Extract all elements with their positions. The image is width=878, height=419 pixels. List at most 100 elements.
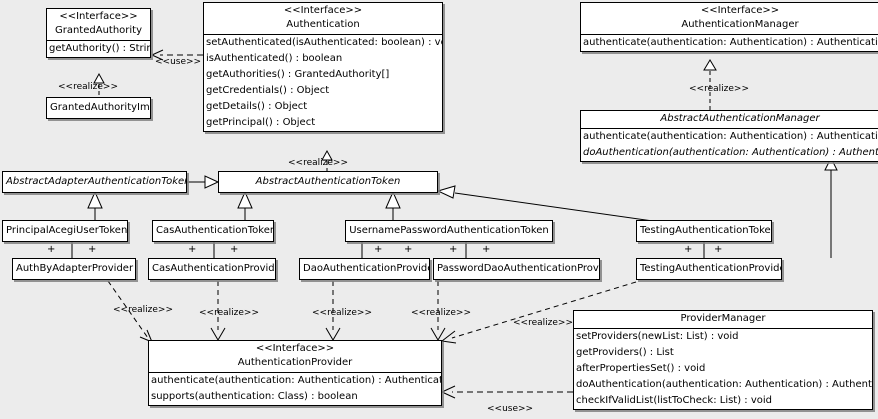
class-name: PasswordDaoAuthenticationProvider bbox=[437, 263, 599, 274]
operation: authenticate(authentication: Authenticat… bbox=[583, 37, 878, 48]
class-name: AuthenticationManager bbox=[681, 19, 799, 30]
multiplicity-plus: + bbox=[684, 244, 693, 255]
class-header: CasAuthenticationProvider bbox=[149, 259, 275, 279]
class-name: Authentication bbox=[286, 19, 360, 30]
class-header: AbstractAdapterAuthenticationToken bbox=[3, 172, 186, 192]
edge-label-use-provider-manager: <<use>> bbox=[487, 404, 534, 414]
edge-label-realize-dao-provider: <<realize>> bbox=[312, 308, 372, 318]
operations-compartment: getAuthority() : String bbox=[47, 40, 150, 57]
operation: setAuthenticated(isAuthenticated: boolea… bbox=[206, 37, 442, 48]
class-abstract-authentication-manager[interactable]: AbstractAuthenticationManager authentica… bbox=[580, 110, 878, 162]
class-granted-authority[interactable]: <<Interface>> GrantedAuthority getAuthor… bbox=[46, 8, 151, 58]
class-header: <<Interface>> GrantedAuthority bbox=[47, 9, 150, 40]
operations-compartment: setProviders(newList: List) : void getPr… bbox=[574, 328, 872, 409]
class-header: TestingAuthenticationToken bbox=[637, 221, 771, 241]
class-cas-authentication-provider[interactable]: CasAuthenticationProvider bbox=[148, 258, 276, 280]
operations-compartment: authenticate(authentication: Authenticat… bbox=[581, 34, 878, 51]
edge-label-realize-auth-by-adapter: <<realize>> bbox=[113, 305, 173, 315]
multiplicity-plus: + bbox=[188, 244, 197, 255]
operation: getAuthority() : String bbox=[49, 43, 150, 54]
edge-label-realize-granted-authority-impl: <<realize>> bbox=[58, 82, 118, 92]
operation: checkIfValidList(listToCheck: List) : vo… bbox=[576, 395, 773, 406]
class-header: PasswordDaoAuthenticationProvider bbox=[434, 259, 599, 279]
edge-label-realize-abstract-auth-manager: <<realize>> bbox=[689, 84, 749, 94]
class-header: DaoAuthenticationProvider bbox=[300, 259, 429, 279]
class-name: AuthenticationProvider bbox=[237, 357, 353, 368]
stereotype-label: <<Interface>> bbox=[255, 343, 335, 354]
multiplicity-plus: + bbox=[374, 244, 383, 255]
class-header: GrantedAuthorityImpl bbox=[47, 98, 150, 118]
operation: doAuthentication(authentication: Authent… bbox=[576, 379, 872, 390]
class-name: TestingAuthenticationToken bbox=[640, 225, 771, 236]
edge-label-realize-abstract-token: <<realize>> bbox=[288, 158, 348, 168]
class-name: GrantedAuthorityImpl bbox=[50, 102, 150, 113]
class-header: <<Interface>> Authentication bbox=[204, 3, 442, 34]
operation: getDetails() : Object bbox=[206, 101, 308, 112]
class-auth-by-adapter-provider[interactable]: AuthByAdapterProvider bbox=[12, 258, 136, 280]
operation: getAuthorities() : GrantedAuthority[] bbox=[206, 69, 390, 80]
class-name: ProviderManager bbox=[680, 313, 766, 324]
class-header: ProviderManager bbox=[574, 311, 872, 328]
class-header: AuthByAdapterProvider bbox=[13, 259, 135, 279]
class-header: TestingAuthenticationProvider bbox=[637, 259, 781, 279]
class-name: PrincipalAcegiUserToken bbox=[6, 225, 127, 236]
edge-label-realize-cas-provider: <<realize>> bbox=[199, 308, 259, 318]
operations-compartment: setAuthenticated(isAuthenticated: boolea… bbox=[204, 34, 442, 131]
operation: isAuthenticated() : boolean bbox=[206, 53, 343, 64]
class-granted-authority-impl[interactable]: GrantedAuthorityImpl bbox=[46, 97, 151, 119]
multiplicity-plus: + bbox=[404, 244, 413, 255]
class-password-dao-authentication-provider[interactable]: PasswordDaoAuthenticationProvider bbox=[433, 258, 600, 280]
edge-label-realize-testing-provider: <<realize>> bbox=[513, 318, 573, 328]
class-abstract-adapter-authentication-token[interactable]: AbstractAdapterAuthenticationToken bbox=[2, 171, 187, 193]
class-name: AbstractAuthenticationToken bbox=[255, 176, 401, 187]
operation: afterPropertiesSet() : void bbox=[576, 363, 706, 374]
operation: getPrincipal() : Object bbox=[206, 117, 316, 128]
class-name: GrantedAuthority bbox=[54, 25, 143, 36]
class-name: DaoAuthenticationProvider bbox=[303, 263, 429, 274]
class-authentication-manager[interactable]: <<Interface>> AuthenticationManager auth… bbox=[580, 2, 878, 52]
multiplicity-plus: + bbox=[47, 244, 56, 255]
class-header: <<Interface>> AuthenticationProvider bbox=[149, 341, 441, 372]
class-header: <<Interface>> AuthenticationManager bbox=[581, 3, 878, 34]
class-cas-authentication-token[interactable]: CasAuthenticationToken bbox=[152, 220, 274, 242]
operation: doAuthentication(authentication: Authent… bbox=[583, 147, 878, 158]
class-name: CasAuthenticationProvider bbox=[152, 263, 275, 274]
class-name: AbstractAuthenticationManager bbox=[660, 113, 820, 124]
class-testing-authentication-provider[interactable]: TestingAuthenticationProvider bbox=[636, 258, 782, 280]
stereotype-label: <<Interface>> bbox=[283, 5, 363, 16]
edge-label-use-granted-authority: <<use>> bbox=[155, 57, 202, 67]
class-authentication-provider[interactable]: <<Interface>> AuthenticationProvider aut… bbox=[148, 340, 442, 406]
class-header: UsernamePasswordAuthenticationToken bbox=[346, 221, 552, 241]
class-username-password-authentication-token[interactable]: UsernamePasswordAuthenticationToken bbox=[345, 220, 553, 242]
operations-compartment: authenticate(authentication: Authenticat… bbox=[149, 372, 441, 405]
stereotype-label: <<Interface>> bbox=[59, 11, 138, 22]
class-testing-authentication-token[interactable]: TestingAuthenticationToken bbox=[636, 220, 772, 242]
operations-compartment: authenticate(authentication: Authenticat… bbox=[581, 128, 878, 161]
multiplicity-plus: + bbox=[714, 244, 723, 255]
multiplicity-plus: + bbox=[449, 244, 458, 255]
operation: authenticate(authentication: Authenticat… bbox=[583, 131, 878, 142]
class-header: CasAuthenticationToken bbox=[153, 221, 273, 241]
class-name: CasAuthenticationToken bbox=[156, 225, 273, 236]
operation: getProviders() : List bbox=[576, 347, 674, 358]
edge-label-realize-password-dao-provider: <<realize>> bbox=[411, 308, 471, 318]
class-name: UsernamePasswordAuthenticationToken bbox=[349, 225, 549, 236]
operation: authenticate(authentication: Authenticat… bbox=[151, 375, 441, 386]
class-name: AuthByAdapterProvider bbox=[16, 263, 134, 274]
stereotype-label: <<Interface>> bbox=[700, 5, 780, 16]
class-provider-manager[interactable]: ProviderManager setProviders(newList: Li… bbox=[573, 310, 873, 410]
operation: setProviders(newList: List) : void bbox=[576, 331, 739, 342]
class-abstract-authentication-token[interactable]: AbstractAuthenticationToken bbox=[218, 171, 438, 193]
class-dao-authentication-provider[interactable]: DaoAuthenticationProvider bbox=[299, 258, 430, 280]
class-header: AbstractAuthenticationToken bbox=[219, 172, 437, 192]
class-principal-acegi-user-token[interactable]: PrincipalAcegiUserToken bbox=[2, 220, 128, 242]
class-header: PrincipalAcegiUserToken bbox=[3, 221, 127, 241]
class-name: AbstractAdapterAuthenticationToken bbox=[6, 176, 186, 187]
class-name: TestingAuthenticationProvider bbox=[640, 263, 781, 274]
class-header: AbstractAuthenticationManager bbox=[581, 111, 878, 128]
operation: supports(authentication: Class) : boolea… bbox=[151, 391, 358, 402]
multiplicity-plus: + bbox=[88, 244, 97, 255]
operation: getCredentials() : Object bbox=[206, 85, 330, 96]
class-authentication[interactable]: <<Interface>> Authentication setAuthenti… bbox=[203, 2, 443, 132]
